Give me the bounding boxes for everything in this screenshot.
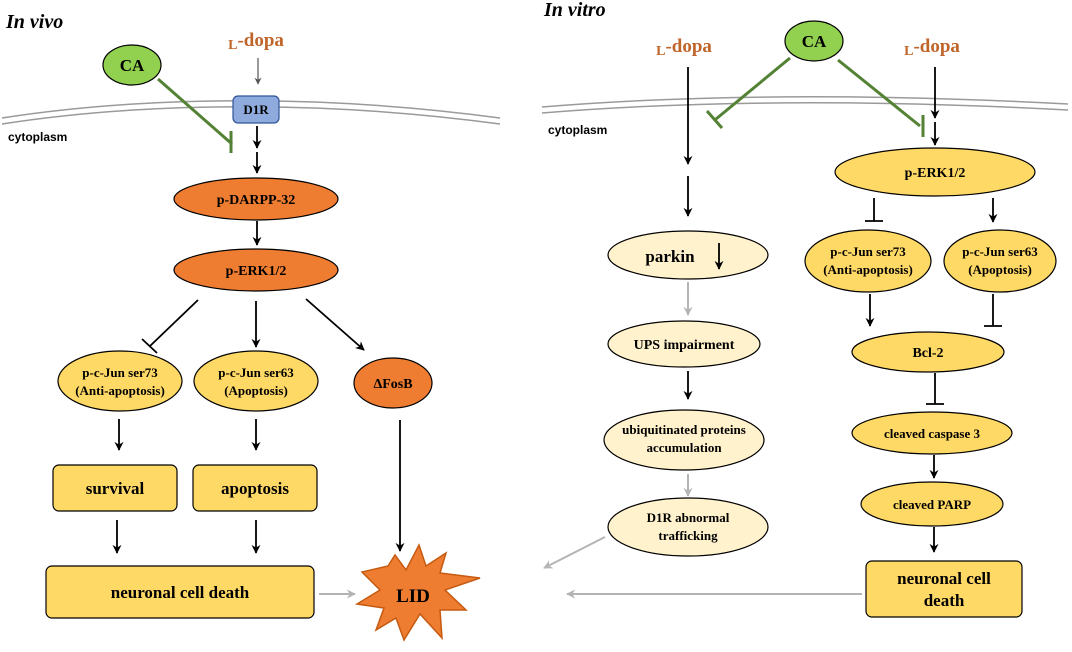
in-vitro-erk-label: p-ERK1/2 bbox=[905, 166, 966, 181]
lid-label: LID bbox=[396, 586, 430, 607]
in-vivo-jun63-line2: (Apoptosis) bbox=[224, 383, 288, 398]
in-vivo-ldopa-label: L-dopa bbox=[228, 30, 284, 53]
in-vitro-panel: In vitro cytoplasm CA L-dopa L-dopa park… bbox=[541, 0, 1069, 618]
in-vivo-fosb-node bbox=[353, 357, 433, 409]
in-vivo-ca-inhibit-line bbox=[157, 77, 233, 146]
in-vitro-ca-inhibit-left-bar bbox=[705, 110, 724, 129]
in-vitro-ca-label: CA bbox=[802, 32, 827, 51]
in-vitro-parkin-label: parkin bbox=[645, 247, 695, 266]
in-vitro-death-line2: death bbox=[924, 591, 965, 610]
in-vitro-ldopa-right-label: L-dopa bbox=[904, 36, 960, 59]
in-vitro-jun63-line1: p-c-Jun ser63 bbox=[962, 244, 1038, 259]
in-vivo-jun63-line1: p-c-Jun ser63 bbox=[218, 365, 294, 380]
in-vitro-jun73-node bbox=[804, 229, 932, 293]
in-vivo-erk-node bbox=[173, 248, 339, 292]
in-vitro-parp-node bbox=[860, 481, 1004, 527]
in-vitro-membrane-outer bbox=[541, 96, 1069, 108]
in-vitro-erk-node bbox=[834, 147, 1036, 197]
in-vivo-erk-inhibit-jun73-bar bbox=[141, 338, 158, 354]
in-vivo-darpp-node bbox=[173, 177, 339, 221]
in-vitro-title: In vitro bbox=[543, 0, 606, 21]
in-vivo-erk-label: p-ERK1/2 bbox=[226, 264, 287, 279]
in-vivo-darpp-label: p-DARPP-32 bbox=[217, 193, 296, 208]
in-vitro-membrane-inner bbox=[541, 102, 1069, 114]
in-vitro-bcl2-node bbox=[851, 331, 1005, 373]
in-vitro-ca-node bbox=[784, 20, 844, 62]
in-vivo-ca-label: CA bbox=[120, 56, 145, 75]
in-vivo-death-label: neuronal cell death bbox=[111, 583, 250, 602]
in-vivo-d1r-label: D1R bbox=[243, 102, 269, 117]
lid-node: LID bbox=[354, 543, 481, 642]
in-vitro-ups-label: UPS impairment bbox=[634, 338, 735, 353]
in-vitro-d1r-line2: trafficking bbox=[658, 528, 718, 543]
in-vitro-ca-inhibit-right bbox=[837, 58, 921, 128]
in-vivo-apoptosis-label: apoptosis bbox=[221, 479, 289, 498]
in-vitro-caspase-label: cleaved caspase 3 bbox=[884, 426, 981, 441]
in-vivo-erk-arrow-fosb bbox=[305, 298, 365, 351]
in-vitro-jun73-line2: (Anti-apoptosis) bbox=[823, 262, 913, 277]
in-vivo-erk-inhibit-jun73 bbox=[149, 299, 199, 347]
in-vitro-death-box bbox=[865, 560, 1023, 618]
in-vitro-ca-inhibit-left bbox=[715, 56, 791, 121]
in-vivo-death-box bbox=[45, 565, 315, 619]
in-vivo-fosb-label: ΔFosB bbox=[373, 377, 412, 392]
in-vivo-cytoplasm-label: cytoplasm bbox=[8, 130, 67, 144]
in-vivo-jun63-node bbox=[193, 350, 319, 412]
in-vivo-ca-node bbox=[102, 44, 162, 86]
in-vivo-apoptosis-box bbox=[192, 464, 318, 512]
in-vivo-survival-box bbox=[52, 464, 178, 512]
in-vitro-d1r-line1: D1R abnormal bbox=[647, 510, 730, 525]
in-vivo-d1r-node bbox=[232, 95, 280, 124]
in-vivo-jun73-node bbox=[57, 350, 183, 412]
in-vitro-ubiq-line2: accumulation bbox=[646, 440, 722, 455]
in-vitro-ubiq-line1: ubiquitinated proteins bbox=[622, 422, 746, 437]
in-vitro-d1r-to-lid-arrow bbox=[543, 536, 606, 569]
in-vivo-panel: In vivo cytoplasm CA L-dopa D1R p-DARPP-… bbox=[1, 11, 501, 619]
in-vitro-parp-label: cleaved PARP bbox=[893, 497, 971, 512]
in-vitro-caspase-node bbox=[851, 411, 1013, 455]
in-vivo-jun73-line1: p-c-Jun ser73 bbox=[82, 365, 158, 380]
in-vitro-bcl2-label: Bcl-2 bbox=[912, 346, 943, 361]
in-vitro-d1r-node bbox=[607, 497, 769, 557]
in-vivo-jun73-line2: (Anti-apoptosis) bbox=[75, 383, 165, 398]
in-vitro-ups-node bbox=[607, 320, 761, 368]
in-vitro-jun73-line1: p-c-Jun ser73 bbox=[830, 244, 906, 259]
in-vitro-death-line1: neuronal cell bbox=[897, 569, 991, 588]
in-vivo-survival-label: survival bbox=[86, 479, 145, 498]
in-vitro-jun63-line2: (Apoptosis) bbox=[968, 262, 1032, 277]
in-vivo-title: In vivo bbox=[5, 11, 63, 33]
lid-starburst bbox=[354, 543, 481, 642]
in-vitro-jun63-node bbox=[943, 229, 1057, 293]
in-vitro-ubiq-node bbox=[603, 409, 765, 471]
in-vitro-cytoplasm-label: cytoplasm bbox=[548, 123, 607, 137]
in-vitro-ldopa-left-label: L-dopa bbox=[656, 36, 712, 59]
in-vitro-parkin-node bbox=[607, 230, 769, 280]
